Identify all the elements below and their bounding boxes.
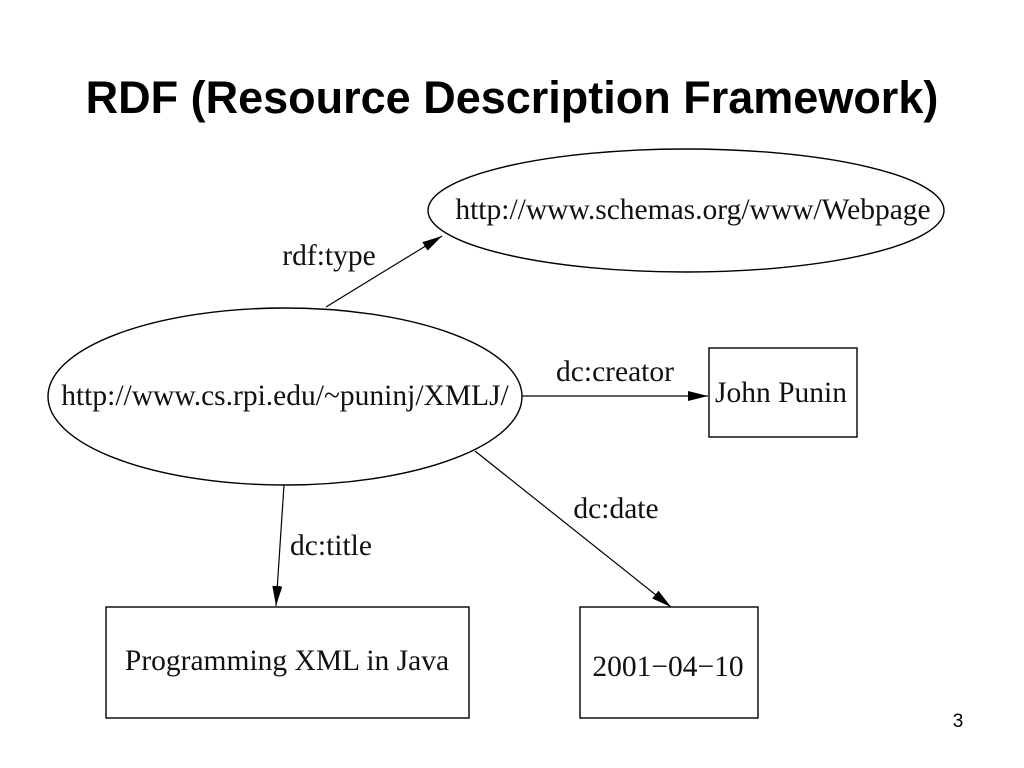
edge-arrow xyxy=(325,235,443,308)
edge-label: dc:title xyxy=(290,530,372,562)
edge-dc-creator: dc:creator xyxy=(522,356,708,401)
edge-arrow xyxy=(474,450,672,608)
node-creator: John Punin xyxy=(708,347,858,438)
edge-dc-date: dc:date xyxy=(474,450,672,608)
node-label: http://www.cs.rpi.edu/~puninj/XMLJ/ xyxy=(61,380,509,412)
edge-arrow xyxy=(272,484,285,607)
node-ellipse xyxy=(427,148,945,273)
edge-dc-title: dc:title xyxy=(272,484,372,607)
node-title: Programming XML in Java xyxy=(105,606,470,719)
page-number: 3 xyxy=(953,711,964,732)
node-label: Programming XML in Java xyxy=(125,645,449,677)
node-label: John Punin xyxy=(715,377,847,409)
node-date: 2001−04−10 xyxy=(579,606,759,719)
node-box xyxy=(579,606,759,719)
edge-label: dc:date xyxy=(573,493,658,525)
node-box xyxy=(105,606,470,719)
node-webpage-type: http://www.schemas.org/www/Webpage xyxy=(427,148,945,273)
edge-label: rdf:type xyxy=(282,240,375,272)
edge-label: dc:creator xyxy=(556,356,674,388)
edge-rdf-type: rdf:type xyxy=(282,235,443,308)
node-xmlj-resource: http://www.cs.rpi.edu/~puninj/XMLJ/ xyxy=(47,307,523,486)
slide-title: RDF (Resource Description Framework) xyxy=(86,72,939,123)
node-label: http://www.schemas.org/www/Webpage xyxy=(455,194,930,226)
node-box xyxy=(708,347,858,438)
node-label: 2001−04−10 xyxy=(592,651,743,683)
